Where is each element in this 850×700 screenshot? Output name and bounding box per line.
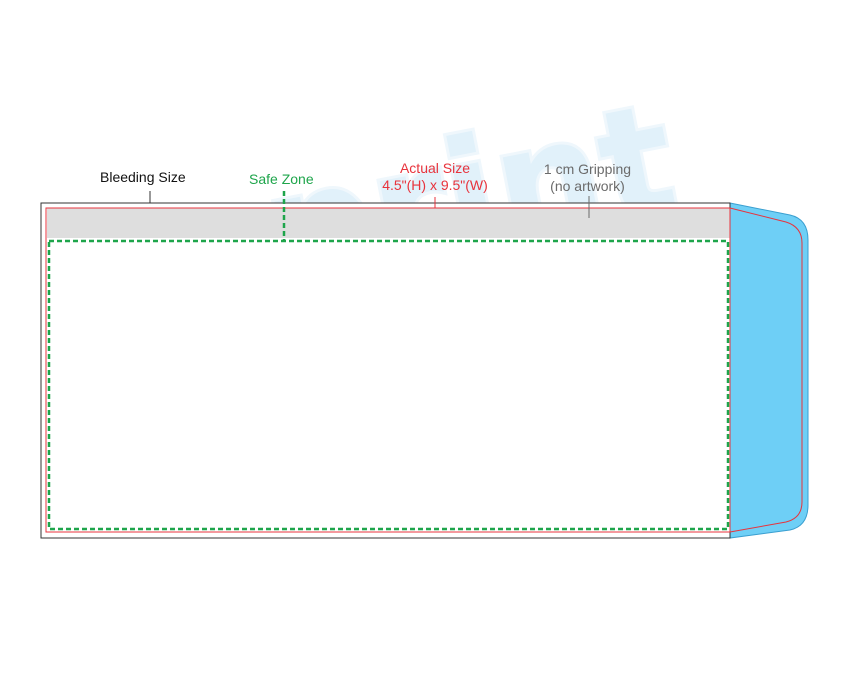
gripping-text: 1 cm Gripping [543,161,632,177]
bleeding-size-outline [40,202,731,539]
actual-size-outline [45,207,731,533]
actual-size-label: Actual Size 4.5"(H) x 9.5"(W) [360,160,510,194]
safe-zone-outline [47,239,730,531]
gripping-label: 1 cm Gripping (no artwork) [520,161,655,195]
bleeding-size-label: Bleeding Size [100,169,186,186]
envelope-flap [729,202,809,539]
bleeding-size-text: Bleeding Size [100,169,186,185]
actual-size-text: Actual Size [399,160,471,176]
safe-zone-label: Safe Zone [249,171,314,188]
safe-zone-text: Safe Zone [249,171,314,187]
gripping-note: (no artwork) [550,178,625,194]
flap-inner-line [729,207,803,533]
gripping-band [47,208,730,238]
actual-size-dims: 4.5"(H) x 9.5"(W) [382,177,488,193]
